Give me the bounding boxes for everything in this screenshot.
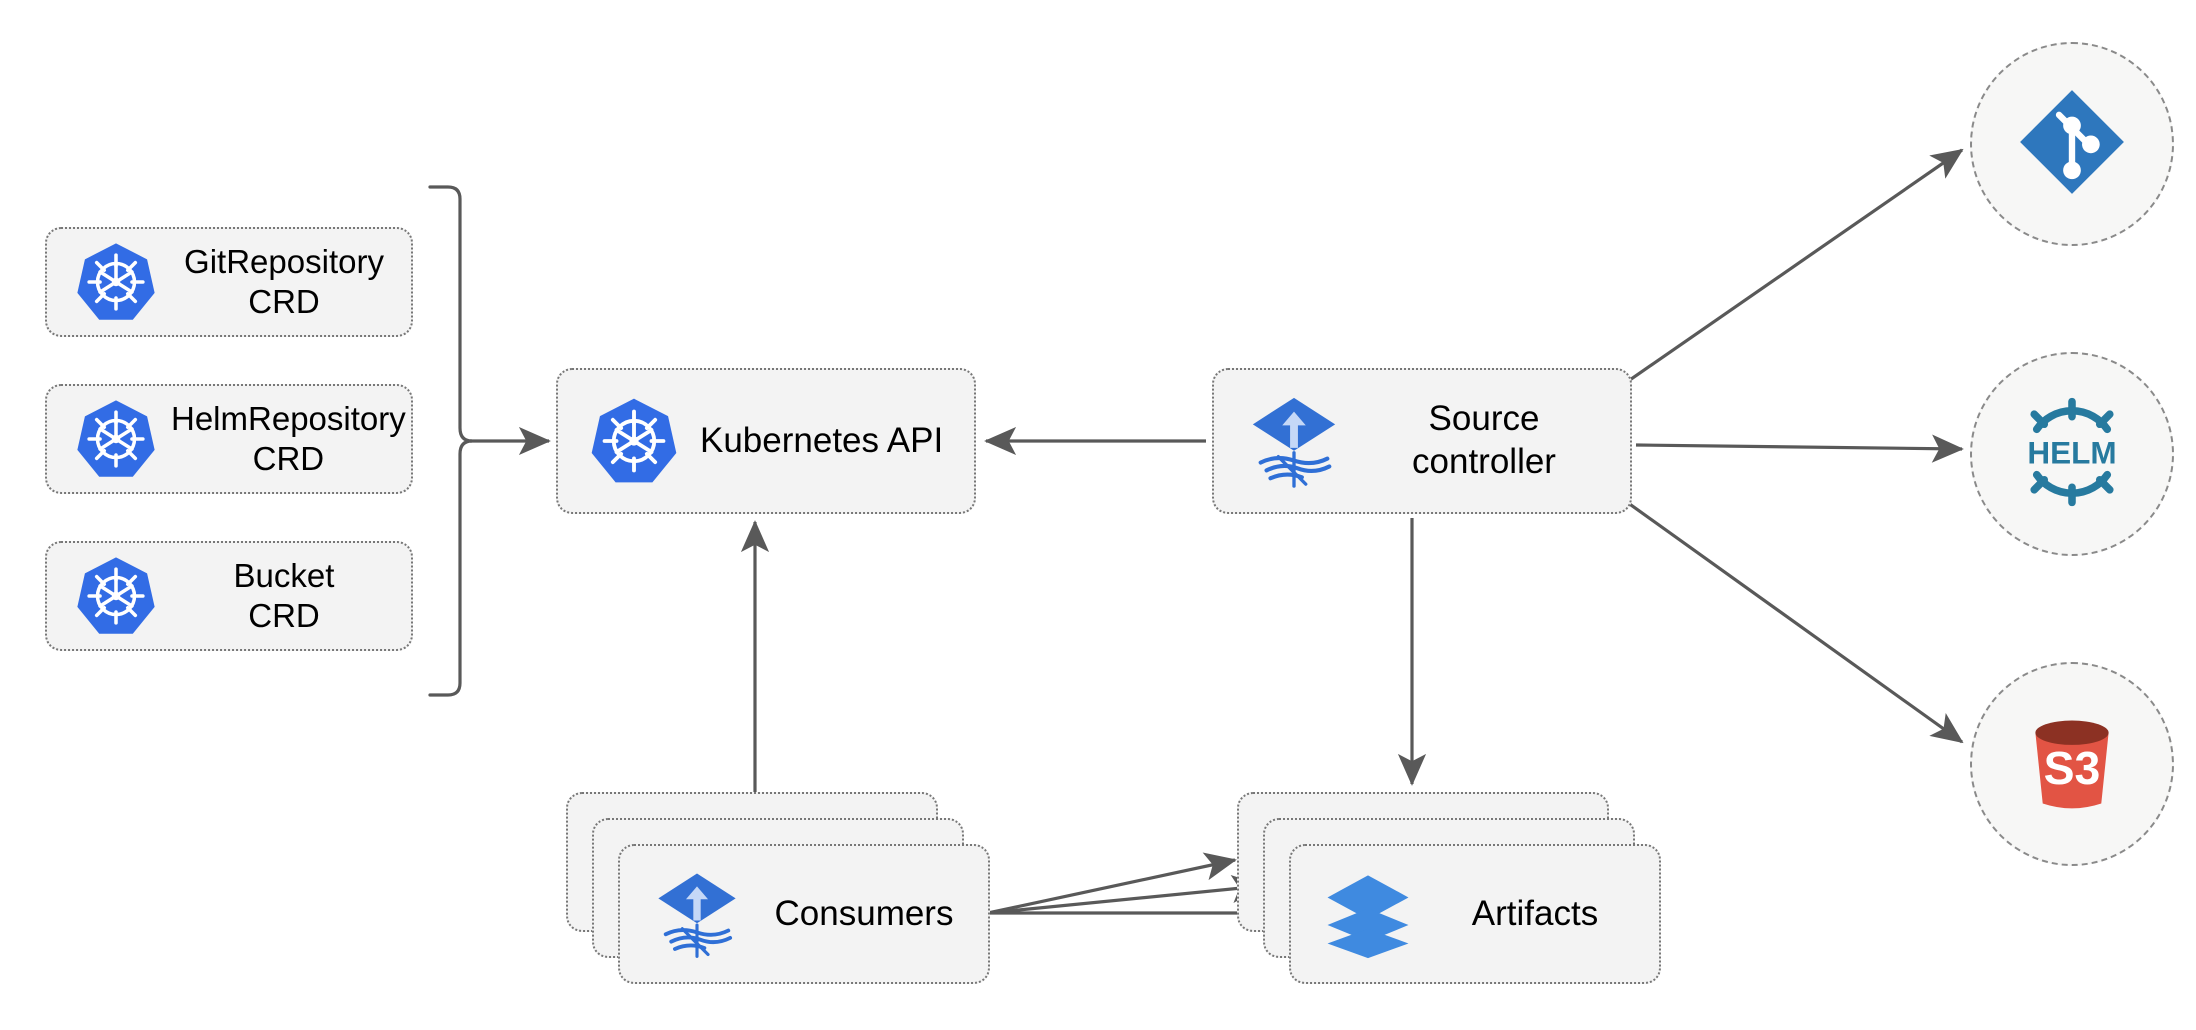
kubernetes-icon [61, 554, 171, 638]
kubernetes-icon [61, 240, 171, 324]
svg-text:S3: S3 [2044, 741, 2101, 793]
consumers-box[interactable]: Consumers [618, 844, 990, 984]
edge-source-controller-to-s3 [1623, 498, 1964, 744]
crd-box-bucket[interactable]: Bucket CRD [45, 541, 413, 651]
source-controller-box[interactable]: Source controller [1212, 368, 1632, 514]
s3-bucket-icon: S3 [2011, 701, 2133, 828]
edge-consumers-to-artifacts-1 [987, 852, 1237, 915]
kubernetes-icon [578, 395, 690, 487]
layers-icon [1313, 868, 1423, 960]
consumers-group[interactable]: Consumers [566, 792, 1006, 992]
kubernetes-icon [61, 397, 171, 481]
helm-icon: HELM [2009, 389, 2135, 520]
kubernetes-api-box[interactable]: Kubernetes API [556, 368, 976, 514]
edge-consumers-to-artifacts-2 [987, 874, 1264, 915]
flux-icon [642, 868, 752, 960]
crd-label: GitRepository CRD [184, 242, 384, 320]
target-circle-s3[interactable]: S3 S3 [1970, 662, 2174, 866]
edge-source-controller-to-git [1623, 148, 1964, 386]
kubernetes-api-label: Kubernetes API [700, 420, 944, 460]
artifacts-label: Artifacts [1471, 894, 1599, 933]
artifacts-group[interactable]: Artifacts [1237, 792, 1677, 992]
consumers-label: Consumers [774, 894, 954, 933]
target-circle-helm[interactable]: HELM HELM [1970, 352, 2174, 556]
git-icon [2013, 83, 2131, 206]
target-circle-git[interactable]: Git [1970, 42, 2174, 246]
crd-group-bracket [428, 185, 473, 697]
svg-text:HELM: HELM [2027, 434, 2116, 470]
crd-box-helmrepository[interactable]: HelmRepository CRD [45, 384, 413, 494]
crd-label: HelmRepository CRD [171, 399, 406, 477]
crd-box-gitrepository[interactable]: GitRepository CRD [45, 227, 413, 337]
flux-icon [1236, 392, 1352, 490]
artifacts-box[interactable]: Artifacts [1289, 844, 1661, 984]
source-controller-label: Source controller [1412, 399, 1556, 481]
edge-source-controller-to-helm [1635, 434, 1964, 463]
crd-label: Bucket CRD [233, 556, 335, 634]
